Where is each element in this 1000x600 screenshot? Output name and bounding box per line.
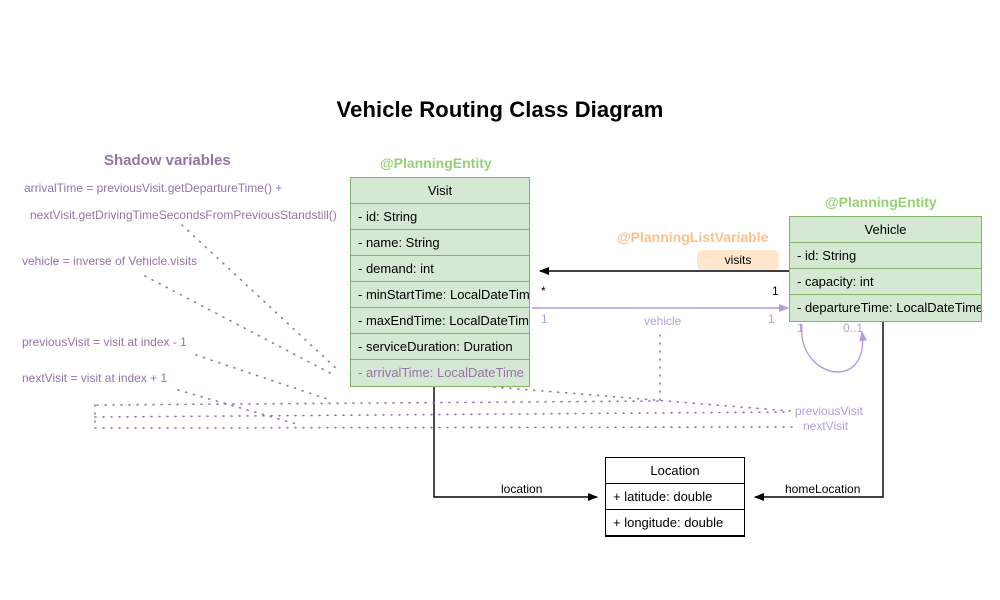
- class-title-visit: Visit: [351, 178, 529, 204]
- visit-attribute-service-duration: - serviceDuration: Duration: [351, 334, 529, 360]
- relation-label-previous-visit: previousVisit: [795, 404, 863, 418]
- relation-label-vehicle: vehicle: [644, 314, 682, 328]
- shadow-variables-heading: Shadow variables: [104, 152, 231, 169]
- multiplicity-vehicle-target: 1: [768, 312, 775, 326]
- shadow-note-vehicle: vehicle = inverse of Vehicle.visits: [22, 254, 198, 268]
- relation-label-location: location: [501, 482, 543, 496]
- visit-attribute-min-start-time: - minStartTime: LocalDateTime: [351, 282, 529, 308]
- multiplicity-previous-visit-source: 1: [797, 321, 804, 335]
- class-box-location[interactable]: Location + latitude: double + longitude:…: [605, 457, 745, 537]
- multiplicity-previous-visit-target: 0..1: [843, 321, 864, 335]
- class-title-location: Location: [606, 458, 744, 484]
- page-title: Vehicle Routing Class Diagram: [336, 97, 664, 122]
- shadow-note-arrival-time-1: arrivalTime = previousVisit.getDeparture…: [24, 181, 283, 195]
- location-attribute-longitude: + longitude: double: [606, 510, 744, 536]
- visit-attribute-max-end-time: - maxEndTime: LocalDateTime: [351, 308, 529, 334]
- multiplicity-visits-target: *: [541, 284, 546, 298]
- relation-label-visits: visits: [697, 250, 779, 270]
- relation-label-home-location: homeLocation: [785, 482, 861, 496]
- stereotype-visit: @PlanningEntity: [380, 155, 492, 171]
- vehicle-attribute-capacity: - capacity: int: [790, 269, 981, 295]
- shadow-note-next-visit: nextVisit = visit at index + 1: [22, 371, 168, 385]
- location-attribute-latitude: + latitude: double: [606, 484, 744, 510]
- stereotype-planning-list-variable: @PlanningListVariable: [617, 229, 769, 245]
- visit-attribute-demand: - demand: int: [351, 256, 529, 282]
- multiplicity-visits-source: 1: [772, 284, 779, 298]
- class-title-vehicle: Vehicle: [790, 217, 981, 243]
- multiplicity-vehicle-source: 1: [541, 312, 548, 326]
- vehicle-attribute-id: - id: String: [790, 243, 981, 269]
- stereotype-vehicle: @PlanningEntity: [825, 194, 937, 210]
- visit-attribute-id: - id: String: [351, 204, 529, 230]
- vehicle-attribute-departure-time: - departureTime: LocalDateTime: [797, 300, 981, 315]
- shadow-note-arrival-time-2: nextVisit.getDrivingTimeSecondsFromPrevi…: [30, 208, 337, 222]
- visit-attribute-name: - name: String: [351, 230, 529, 256]
- shadow-note-previous-visit: previousVisit = visit at index - 1: [22, 335, 187, 349]
- visit-attribute-arrival-time: - arrivalTime: LocalDateTime: [358, 365, 524, 380]
- class-box-visit[interactable]: Visit - id: String - name: String - dema…: [350, 177, 530, 387]
- relation-location-wire: [433, 384, 598, 501]
- relation-label-next-visit: nextVisit: [803, 419, 849, 433]
- class-box-vehicle[interactable]: Vehicle - id: String - capacity: int - d…: [789, 216, 982, 322]
